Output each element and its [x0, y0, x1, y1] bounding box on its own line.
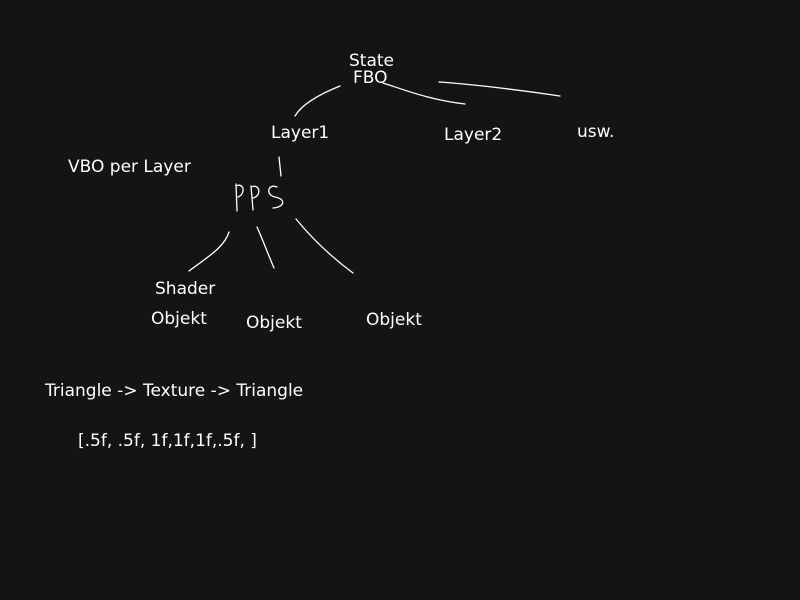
edge-fbo-usw — [438, 81, 561, 97]
edge-pps-shader — [188, 231, 230, 272]
node-state: State — [349, 51, 394, 71]
node-objekt-2: Objekt — [246, 313, 302, 333]
note-pipeline: Triangle -> Texture -> Triangle — [45, 381, 304, 401]
edge-pps-objekt-3 — [295, 218, 354, 274]
edge-fbo-layer2 — [382, 82, 466, 105]
node-fbo: FBO — [353, 68, 388, 88]
node-objekt-1: Objekt — [151, 309, 207, 329]
node-shader: Shader — [155, 279, 216, 299]
node-usw: usw. — [577, 122, 615, 142]
pps-handwriting — [235, 183, 284, 212]
node-layer1: Layer1 — [271, 123, 330, 143]
note-array: [.5f, .5f, 1f,1f,1f,.5f, ] — [78, 431, 257, 451]
node-layer2: Layer2 — [444, 125, 503, 145]
edge-fbo-layer1 — [294, 85, 341, 117]
node-objekt-3: Objekt — [366, 310, 422, 330]
note-vbo-per-layer: VBO per Layer — [68, 157, 191, 177]
edge-layer1-pps — [278, 156, 282, 177]
edge-pps-objekt-2 — [256, 226, 275, 269]
